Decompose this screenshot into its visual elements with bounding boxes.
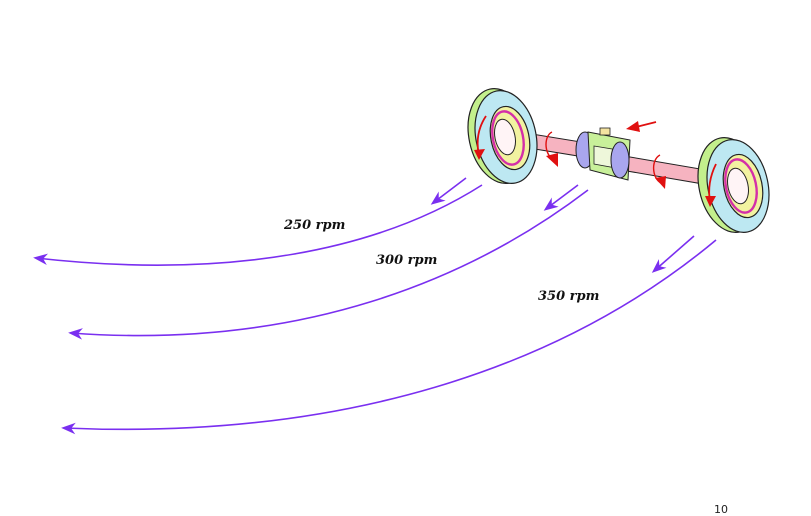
left-wheel-speed-label: 250 rpm xyxy=(284,218,346,233)
input-drive-arrow xyxy=(635,121,657,128)
left-wheel xyxy=(467,88,538,184)
right-wheel-rotation-arrowhead xyxy=(705,196,716,207)
left-axle-rotation-arrowhead xyxy=(546,153,558,167)
input-drive-arrowhead xyxy=(626,121,640,132)
center-path-arc xyxy=(68,189,589,340)
left-wheel-rotation-arrowhead xyxy=(474,149,485,160)
page-number: 10 xyxy=(714,503,728,516)
right-direction-arrow xyxy=(651,235,695,273)
right-wheel-path-arc xyxy=(61,239,717,435)
differential-speed-label: 300 rpm xyxy=(376,253,438,268)
right-wheel xyxy=(697,137,770,233)
right-axle-rotation-arrowhead xyxy=(655,176,666,189)
left-wheel-path-arc xyxy=(33,184,483,266)
left-direction-arrow xyxy=(430,177,467,205)
differential-housing xyxy=(575,127,631,181)
right-wheel-speed-label: 350 rpm xyxy=(538,289,600,304)
center-direction-arrow xyxy=(543,184,579,211)
